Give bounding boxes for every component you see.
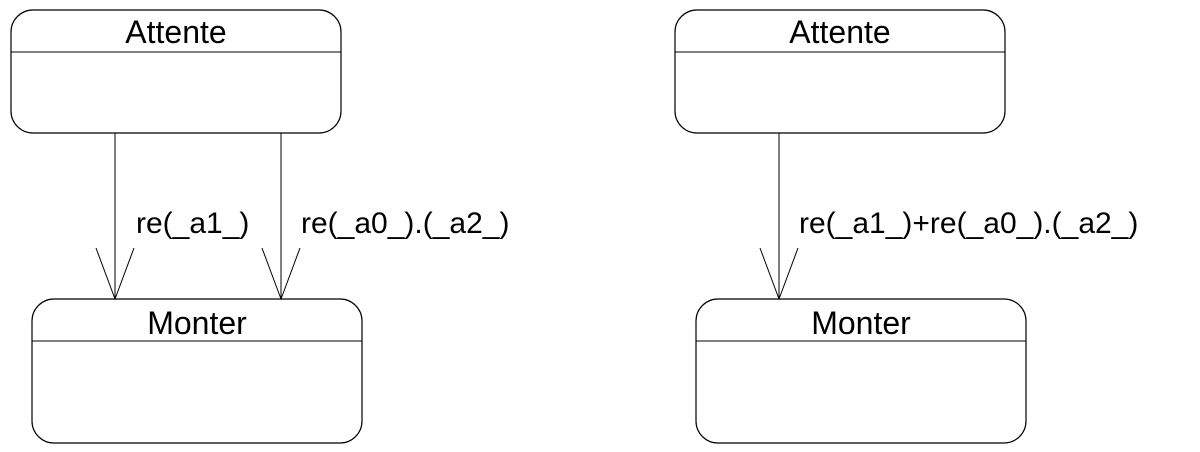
right-diagram: Attente Monter re(_a1_)+re(_a0_).(_a2_) <box>674 9 1138 444</box>
state-monter-left[interactable]: Monter <box>31 298 363 444</box>
transition-label-left-2: re(_a0_).(_a2_) <box>301 207 509 240</box>
arrowhead-icon <box>95 247 135 301</box>
left-diagram: Attente Monter re(_a1_) re(_a0_).(_a2_) <box>10 9 509 444</box>
transition-label-right-1: re(_a1_)+re(_a0_).(_a2_) <box>799 207 1138 240</box>
transition-re-a1-left[interactable]: re(_a1_) <box>95 133 249 301</box>
transition-re-a0-a2-left[interactable]: re(_a0_).(_a2_) <box>261 133 509 301</box>
transition-label-left-1: re(_a1_) <box>136 207 249 240</box>
state-name-attente-right: Attente <box>789 14 890 50</box>
arrowhead-icon <box>759 247 799 301</box>
arrowhead-icon <box>261 247 301 301</box>
state-name-attente-left: Attente <box>125 14 226 50</box>
state-attente-right[interactable]: Attente <box>674 9 1006 134</box>
state-monter-right[interactable]: Monter <box>695 298 1027 444</box>
state-attente-left[interactable]: Attente <box>10 9 342 134</box>
state-name-monter-left: Monter <box>147 305 247 341</box>
state-name-monter-right: Monter <box>811 305 911 341</box>
transition-combined-right[interactable]: re(_a1_)+re(_a0_).(_a2_) <box>759 133 1138 301</box>
